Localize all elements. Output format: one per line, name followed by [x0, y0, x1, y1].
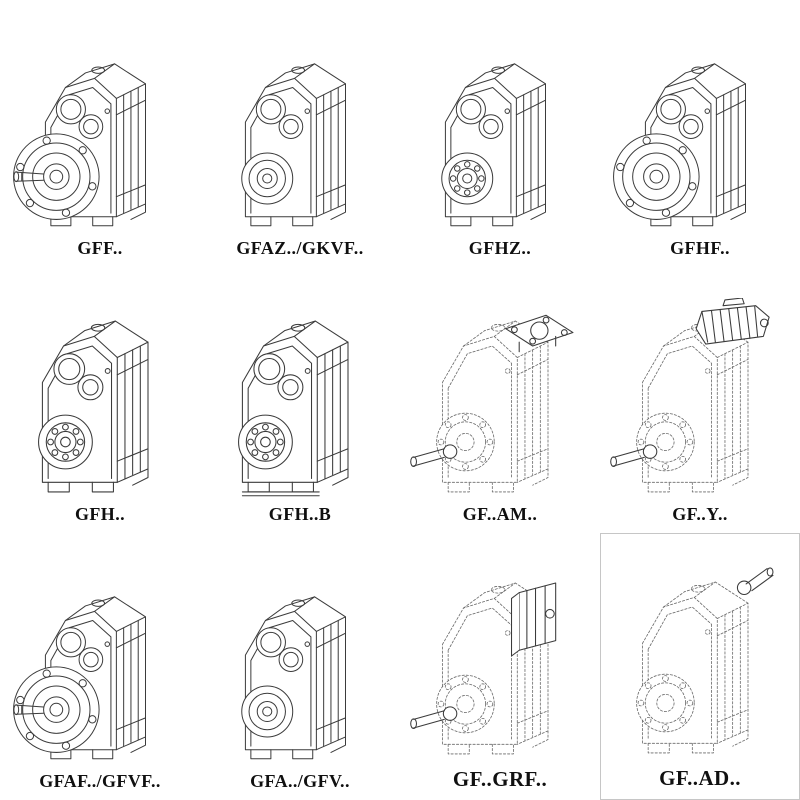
- catalog-figure-gfhf: GFHF..: [600, 0, 800, 267]
- gear-unit-flange-hollow-shaft-drawing: [609, 42, 791, 235]
- figure-label: GFH..B: [268, 504, 332, 525]
- gear-unit-hollow-shaft-bearing-drawing: [4, 298, 196, 502]
- catalog-figure-gf-ad: GF..AD..: [600, 533, 800, 800]
- figure-label: GFA../GFV..: [250, 770, 350, 791]
- figure-label: GFAZ../GKVF..: [236, 237, 364, 258]
- figure-label: GFHF..: [670, 237, 730, 258]
- catalog-figure-gfaz-gkvf: GFAZ../GKVF..: [200, 0, 400, 267]
- catalog-figure-gfhz: GFHZ..: [400, 0, 600, 267]
- figure-label: GF..AD..: [659, 765, 741, 790]
- catalog-figure-gfh: GFH..: [0, 266, 200, 534]
- gear-unit-with-motor-drawing: [604, 297, 796, 502]
- figure-label: GFHZ..: [468, 237, 532, 258]
- gear-unit-hollow-shaft-drawing: [209, 42, 391, 235]
- catalog-figure-gff: GFF..: [0, 0, 200, 267]
- catalog-figure-gf-am: GF..AM..: [400, 266, 600, 534]
- figure-label: GF..Y..: [672, 504, 728, 525]
- gear-unit-output-flange-solid-shaft-drawing: [9, 42, 191, 235]
- catalog-figure-gfaf-gfvf: GFAF../GFVF..: [0, 533, 200, 800]
- gear-unit-output-flange-shaft-drawing: [9, 575, 191, 768]
- catalog-figure-gf-grf: GF..GRF..: [400, 533, 600, 800]
- figure-label: GF..AM..: [462, 504, 538, 525]
- gear-unit-hollow-shaft-shrink-disc-drawing: [409, 42, 591, 235]
- gear-unit-iec-adapter-flange-drawing: [404, 298, 596, 502]
- gear-unit-input-shaft-adapter-drawing: [604, 559, 796, 763]
- catalog-figure-gf-y: GF..Y..: [600, 266, 800, 534]
- gear-unit-shaft-mounted-drawing: [209, 575, 391, 768]
- gear-unit-input-adapter-drawing: [404, 560, 596, 764]
- figure-label: GFH..: [75, 504, 125, 525]
- gear-unit-hollow-shaft-foot-drawing: [204, 298, 396, 502]
- figure-label: GFF..: [77, 237, 123, 258]
- figure-label: GF..GRF..: [452, 766, 548, 791]
- catalog-figure-gfa-gfv: GFA../GFV..: [200, 533, 400, 800]
- figure-label: GFAF../GFVF..: [39, 770, 161, 791]
- catalog-figure-gfh-b: GFH..B: [200, 266, 400, 534]
